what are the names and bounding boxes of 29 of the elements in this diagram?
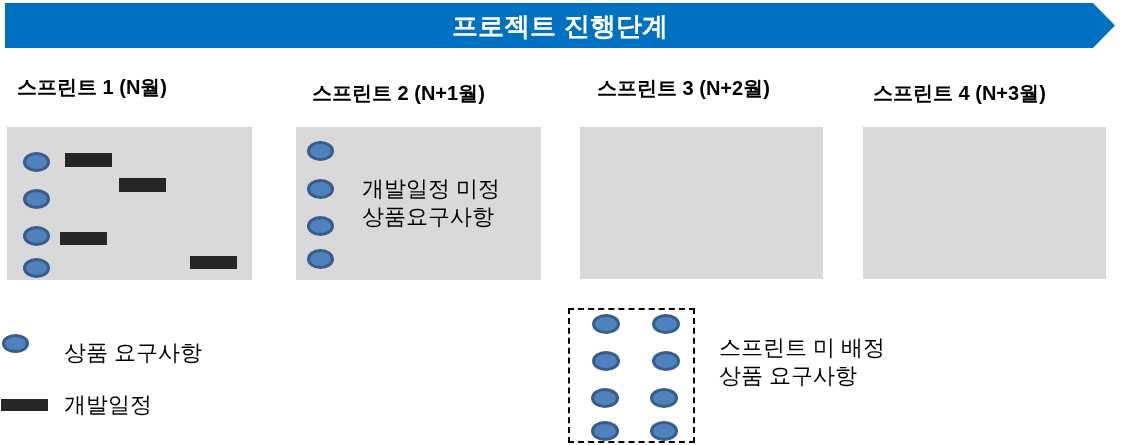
ellipse-icon — [23, 152, 50, 172]
title: 프로젝트 진행단계 — [452, 10, 668, 41]
box-text: 개발일정 미정 상품요구사항 — [362, 175, 502, 231]
bar-icon — [65, 153, 112, 167]
ellipse-icon — [650, 388, 678, 408]
bar-icon — [119, 178, 166, 192]
sprint-heading: 스프린트 2 (N+1월) — [312, 81, 485, 105]
ellipse-icon — [591, 388, 619, 408]
ellipse-icon — [307, 249, 334, 269]
ellipse-icon — [650, 421, 678, 441]
ellipse-icon — [591, 421, 619, 441]
sprint-heading: 스프린트 4 (N+3월) — [873, 81, 1046, 105]
ellipse-icon — [652, 351, 680, 371]
sprint-heading: 스프린트 3 (N+2월) — [597, 76, 770, 100]
ellipse-icon — [23, 189, 50, 209]
bar-icon — [190, 256, 237, 269]
ellipse-icon — [23, 258, 50, 278]
legend-label: 개발일정 — [64, 391, 152, 419]
ellipse-icon — [592, 314, 620, 334]
ellipse-icon — [307, 179, 334, 199]
ellipse-icon — [23, 226, 50, 246]
note-text: 스프린트 미 배정 상품 요구사항 — [719, 334, 887, 390]
ellipse-icon — [307, 141, 334, 161]
ellipse-icon — [652, 314, 680, 334]
bar-icon — [60, 232, 107, 245]
legend-label: 상품 요구사항 — [64, 339, 203, 367]
sprint-heading: 스프린트 1 (N월) — [17, 75, 167, 99]
ellipse-icon — [307, 216, 334, 236]
ellipse-icon — [592, 351, 620, 371]
